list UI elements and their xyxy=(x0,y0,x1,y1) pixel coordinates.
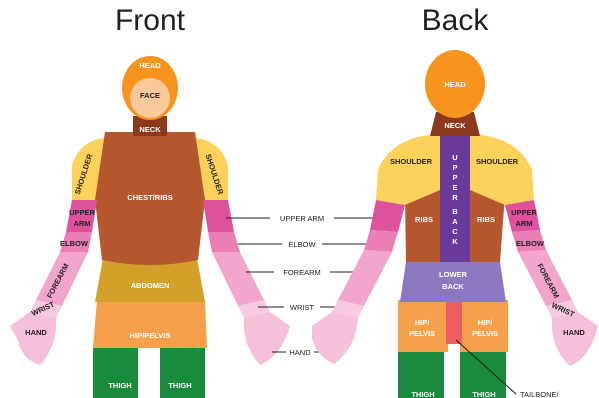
upper-back-letter-4: R xyxy=(452,193,458,202)
back-upper-arm-left xyxy=(370,200,405,232)
back-label-lower-back-2: BACK xyxy=(442,282,464,291)
front-label-hip: HIP/PELVIS xyxy=(130,331,171,340)
front-thigh-left xyxy=(93,346,138,398)
front-elbow-right xyxy=(208,232,240,252)
front-label-neck: NECK xyxy=(139,125,161,134)
front-upper-arm-right xyxy=(203,200,234,232)
front-label-hand: HAND xyxy=(25,328,47,337)
front-hand-right xyxy=(244,312,290,365)
upper-back-letter-6: B xyxy=(452,207,458,216)
back-label-tailbone: TAILBONE/ xyxy=(520,390,560,398)
back-tailbone-region xyxy=(446,300,462,344)
front-label-thigh-left: THIGH xyxy=(108,381,131,390)
back-forearm-left xyxy=(338,250,392,306)
back-hand-right xyxy=(552,312,598,366)
front-thigh-right xyxy=(160,346,205,398)
upper-back-letter-1: P xyxy=(452,163,457,172)
front-label-abdomen: ABDOMEN xyxy=(131,281,170,290)
back-hand-left xyxy=(312,312,358,364)
back-label-upper-arm-2: ARM xyxy=(515,219,532,228)
front-label-elbow: ELBOW xyxy=(60,239,89,248)
front-title: Front xyxy=(115,4,186,37)
upper-back-letter-3: E xyxy=(452,183,457,192)
front-hip-region xyxy=(93,300,207,348)
back-label-thigh-right: THIGH xyxy=(472,390,495,398)
back-elbow-left xyxy=(364,230,398,252)
front-label-upper-arm-1: UPPER xyxy=(69,208,95,217)
back-label-thigh-left: THIGH xyxy=(411,390,434,398)
legend-wrist: WRIST xyxy=(290,303,315,312)
back-title: Back xyxy=(422,4,490,37)
front-hand-left xyxy=(10,312,56,365)
back-figure: HEAD NECK SHOULDER SHOULDER U P P E R B … xyxy=(312,50,598,398)
back-label-hip-right-1: HIP/ xyxy=(478,318,494,327)
back-label-hip-left-2: PELVIS xyxy=(409,329,435,338)
back-label-ribs-left: RIBS xyxy=(415,215,433,224)
legend-forearm: FOREARM xyxy=(283,268,321,277)
back-label-elbow: ELBOW xyxy=(516,239,545,248)
back-label-hip-left-1: HIP/ xyxy=(415,318,431,327)
back-label-neck: NECK xyxy=(444,121,466,130)
back-label-hip-right-2: PELVIS xyxy=(472,329,498,338)
back-label-shoulder-left: SHOULDER xyxy=(390,157,433,166)
upper-back-letter-8: C xyxy=(452,227,458,236)
front-figure: HEAD FACE NECK SHOULDER SHOULDER CHEST/R… xyxy=(10,56,290,398)
front-label-upper-arm-2: ARM xyxy=(73,219,90,228)
back-label-head: HEAD xyxy=(444,80,466,89)
back-label-hand: HAND xyxy=(563,328,585,337)
back-label-upper-arm-1: UPPER xyxy=(511,208,537,217)
back-upper-back-label: U P P E R B A C K xyxy=(452,153,458,246)
legend-elbow: ELBOW xyxy=(288,240,316,249)
front-forearm-right xyxy=(212,252,264,306)
upper-back-letter-0: U xyxy=(452,153,457,162)
front-label-chest: CHEST/RIBS xyxy=(127,193,172,202)
legend-hand: HAND xyxy=(289,348,311,357)
back-label-lower-back-1: LOWER xyxy=(439,270,467,279)
back-label-ribs-right: RIBS xyxy=(477,215,495,224)
upper-back-letter-2: P xyxy=(452,173,457,182)
legend-upper-arm: UPPER ARM xyxy=(280,214,324,223)
upper-back-letter-9: K xyxy=(452,237,458,246)
front-label-face: FACE xyxy=(140,91,160,100)
front-label-head: HEAD xyxy=(139,61,161,70)
back-label-shoulder-right: SHOULDER xyxy=(476,157,519,166)
upper-back-letter-7: A xyxy=(452,217,458,226)
front-label-thigh-right: THIGH xyxy=(168,381,191,390)
